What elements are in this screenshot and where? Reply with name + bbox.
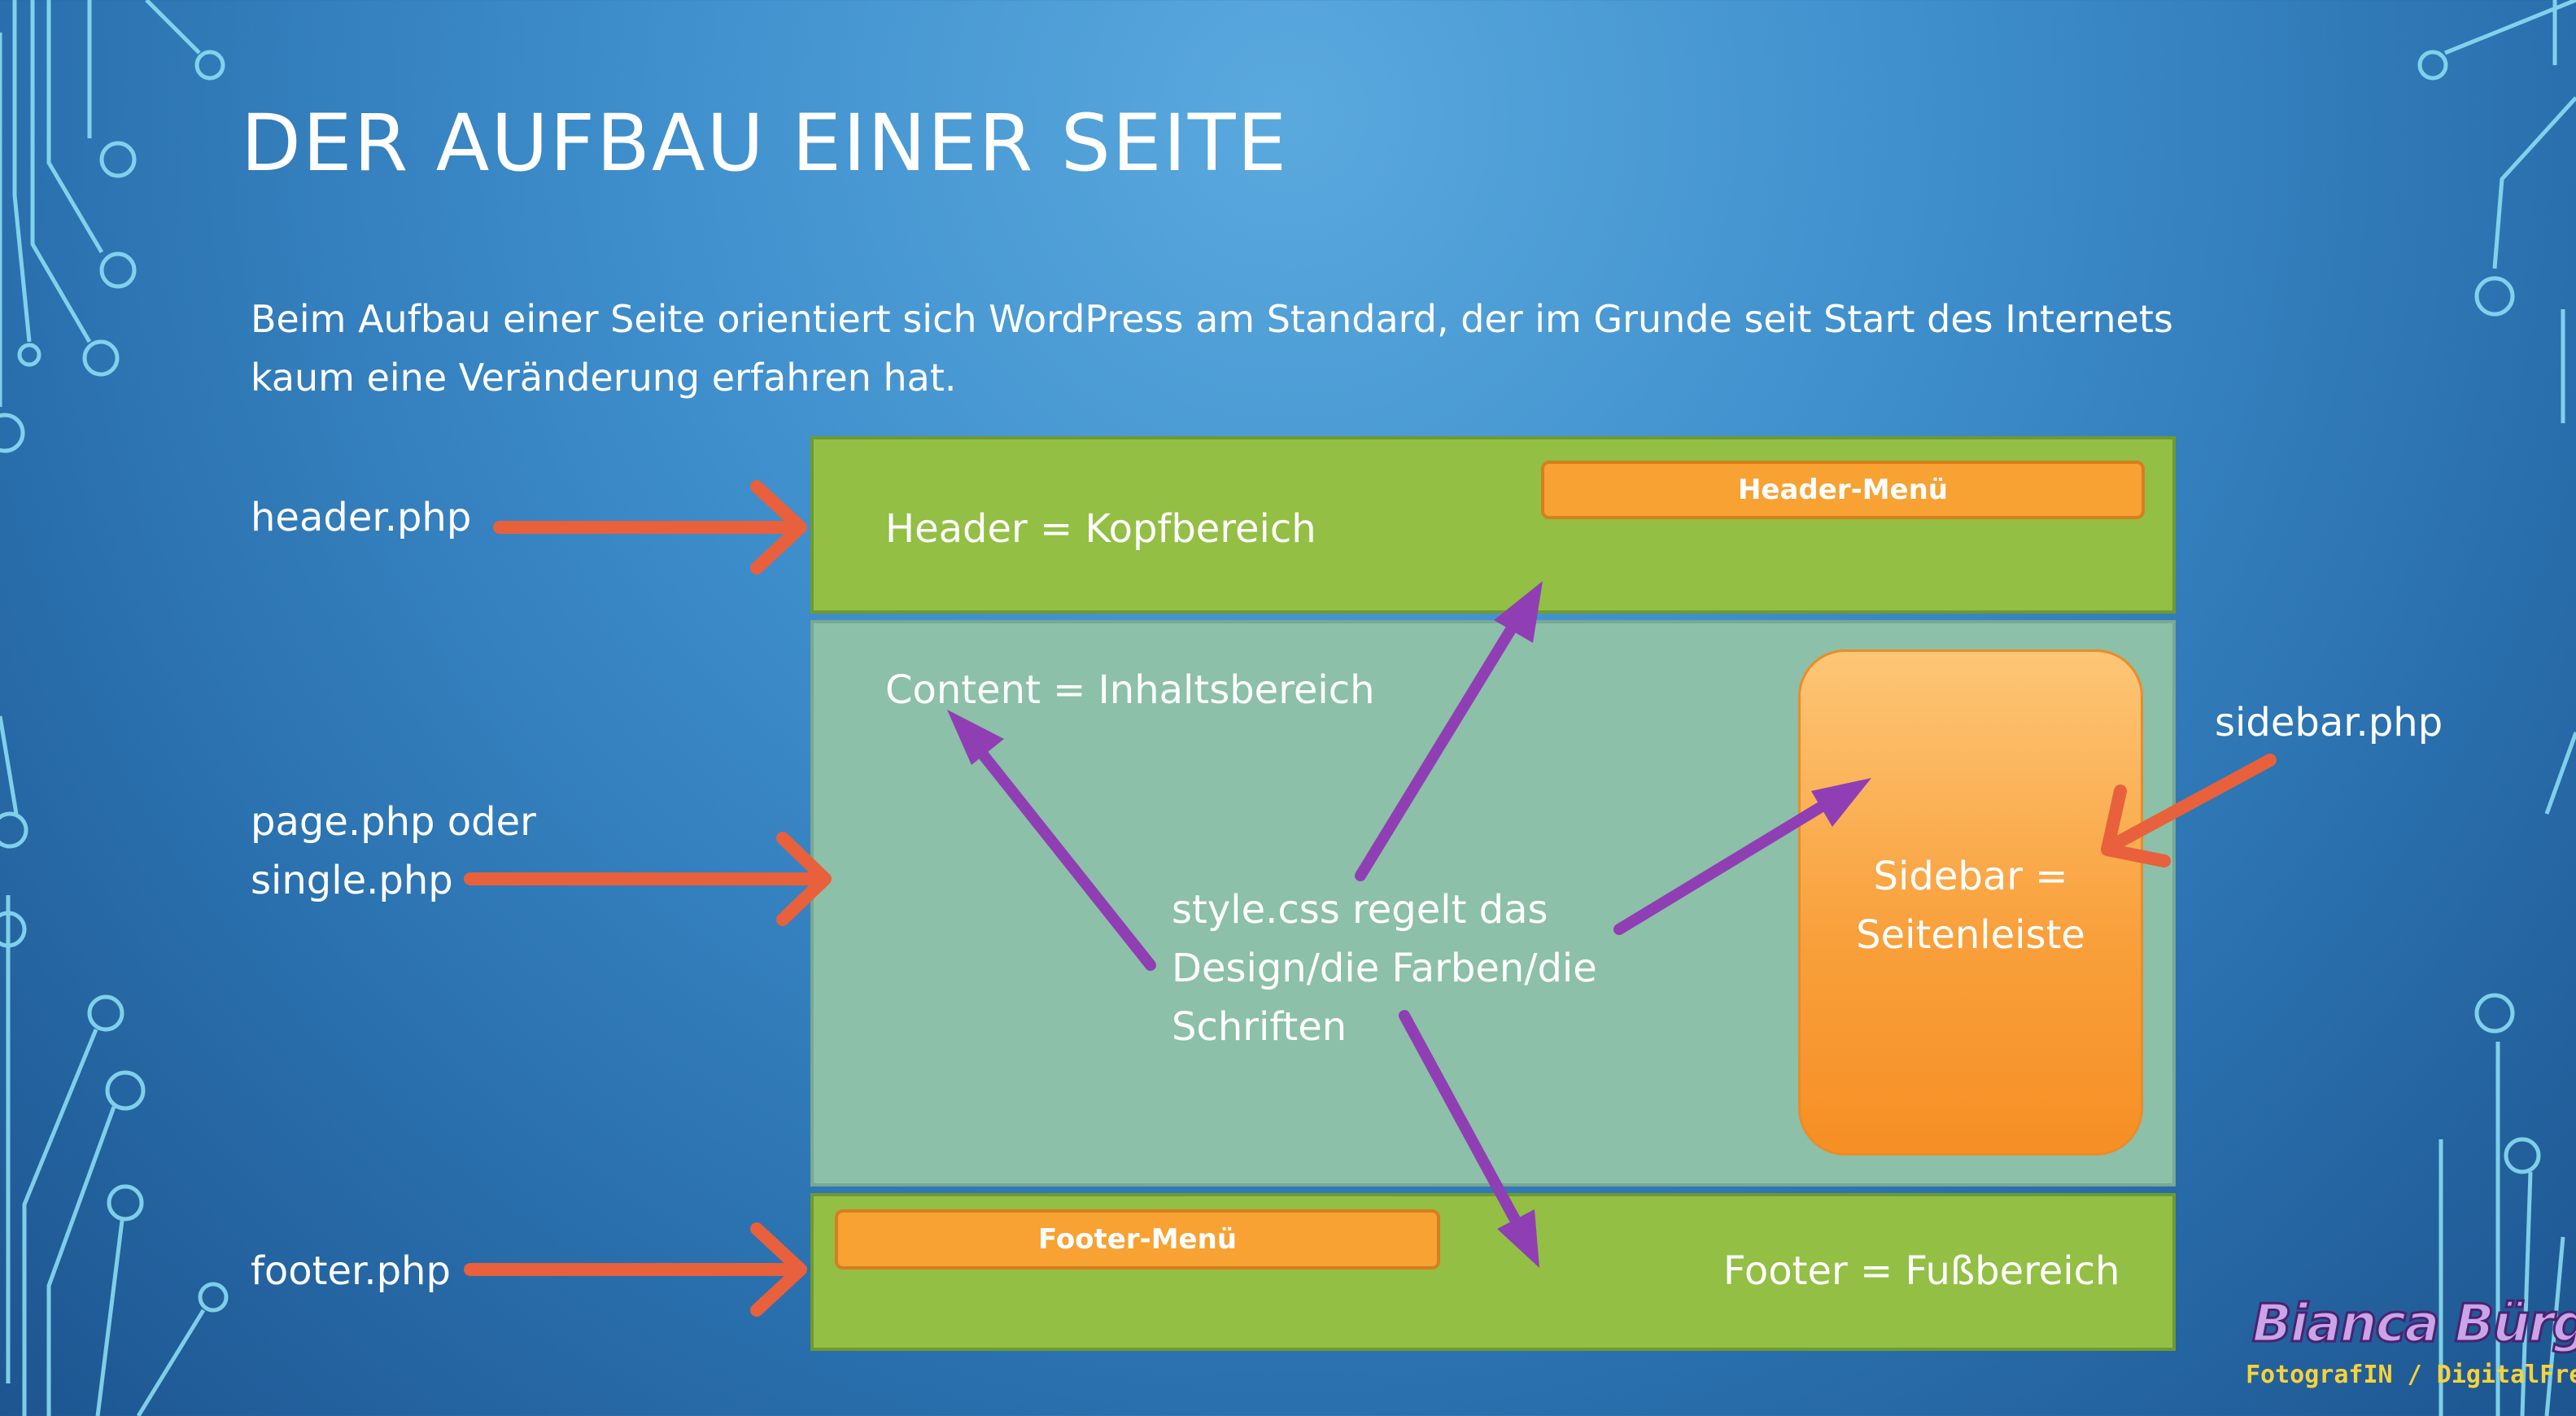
arrow-footer-php (464, 1222, 807, 1317)
logo-name: Bianca Bürger (2251, 1293, 2576, 1356)
intro-line-2: kaum eine Veränderung erfahren hat. (251, 356, 957, 400)
footer-menu-bar: Footer-Menü (835, 1209, 1440, 1270)
style-css-line-1: style.css regelt das (1172, 887, 1548, 933)
style-css-line-3: Schriften (1172, 1004, 1347, 1050)
sidebar-label-line-1: Sidebar = (1873, 854, 2068, 899)
logo-subtitle: FotografIN / DigitalFreak (2246, 1361, 2576, 1389)
intro-text: Beim Aufbau einer Seite orientiert sich … (251, 290, 2285, 407)
content-label: Content = Inhaltsbereich (885, 667, 1375, 713)
intro-line-1: Beim Aufbau einer Seite orientiert sich … (251, 297, 2173, 341)
author-logo: Bianca Bürger FotografIN / DigitalFreak (2246, 1293, 2576, 1400)
page-title: DER AUFBAU EINER SEITE (241, 98, 1289, 189)
label-single-php: single.php (251, 858, 453, 903)
label-page-php: page.php oder (251, 799, 536, 845)
sidebar-label: Sidebar = Seitenleiste (1801, 847, 2141, 964)
label-header-php: header.php (251, 495, 472, 540)
footer-label: Footer = Fußbereich (1723, 1248, 2120, 1294)
header-menu-bar: Header-Menü (1541, 461, 2145, 519)
style-css-line-2: Design/die Farben/die (1172, 946, 1597, 991)
sidebar-label-line-2: Seitenleiste (1856, 912, 2085, 958)
arrow-header-php (493, 480, 807, 575)
header-label: Header = Kopfbereich (885, 506, 1316, 552)
label-footer-php: footer.php (251, 1248, 451, 1294)
sidebar-region: Sidebar = Seitenleiste (1798, 649, 2143, 1156)
label-sidebar-php: sidebar.php (2215, 700, 2443, 745)
